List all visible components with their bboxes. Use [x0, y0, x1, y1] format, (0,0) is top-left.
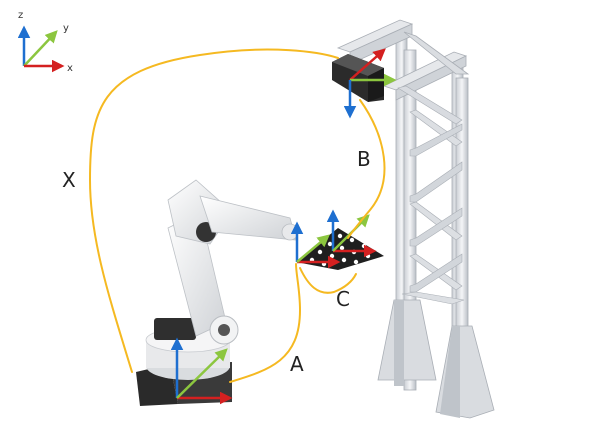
- legend-x-label: x: [67, 63, 73, 74]
- label-x: X: [62, 168, 76, 192]
- frame-foot-left-side: [394, 300, 404, 386]
- camera-device: [332, 54, 384, 102]
- frame-foot-right-side: [440, 326, 460, 418]
- robot-wrist: [281, 223, 299, 241]
- transform-path-x: [88, 48, 339, 373]
- legend-coordinate-frame: z y x: [17, 10, 73, 74]
- transform-path-a: [229, 263, 302, 383]
- legend-y-label: y: [63, 23, 69, 34]
- transform-paths: [88, 48, 386, 383]
- base-y-axis-arrow: [176, 348, 228, 399]
- robot-base-coordinate-frame: [170, 337, 233, 405]
- frame-top-side-bar: [403, 31, 470, 75]
- camera-mount-frame: [336, 19, 495, 419]
- calibration-checkerboard: [296, 228, 384, 270]
- camera-x-axis-arrow: [349, 48, 386, 81]
- transform-path-b: [347, 99, 386, 239]
- tool-coordinate-frame: [290, 221, 341, 269]
- legend-y-axis-arrow: [23, 30, 58, 67]
- frame-foot-left: [377, 299, 437, 381]
- transform-path-c: [299, 267, 357, 294]
- industrial-robot-arm: [136, 179, 299, 406]
- label-a: A: [290, 352, 304, 376]
- camera-front: [368, 68, 384, 102]
- legend-z-label: z: [18, 10, 23, 21]
- robot-base-motor: [154, 318, 196, 340]
- camera-coordinate-frame: [343, 48, 397, 119]
- label-b: B: [357, 147, 371, 171]
- label-c: C: [336, 287, 350, 311]
- tool-y-axis-arrow: [296, 234, 330, 263]
- frame-diagonal-brace: [397, 85, 463, 125]
- frame-ladder-rungs: [401, 109, 465, 305]
- checkerboard-plate: [296, 228, 384, 270]
- camera-top: [332, 54, 384, 76]
